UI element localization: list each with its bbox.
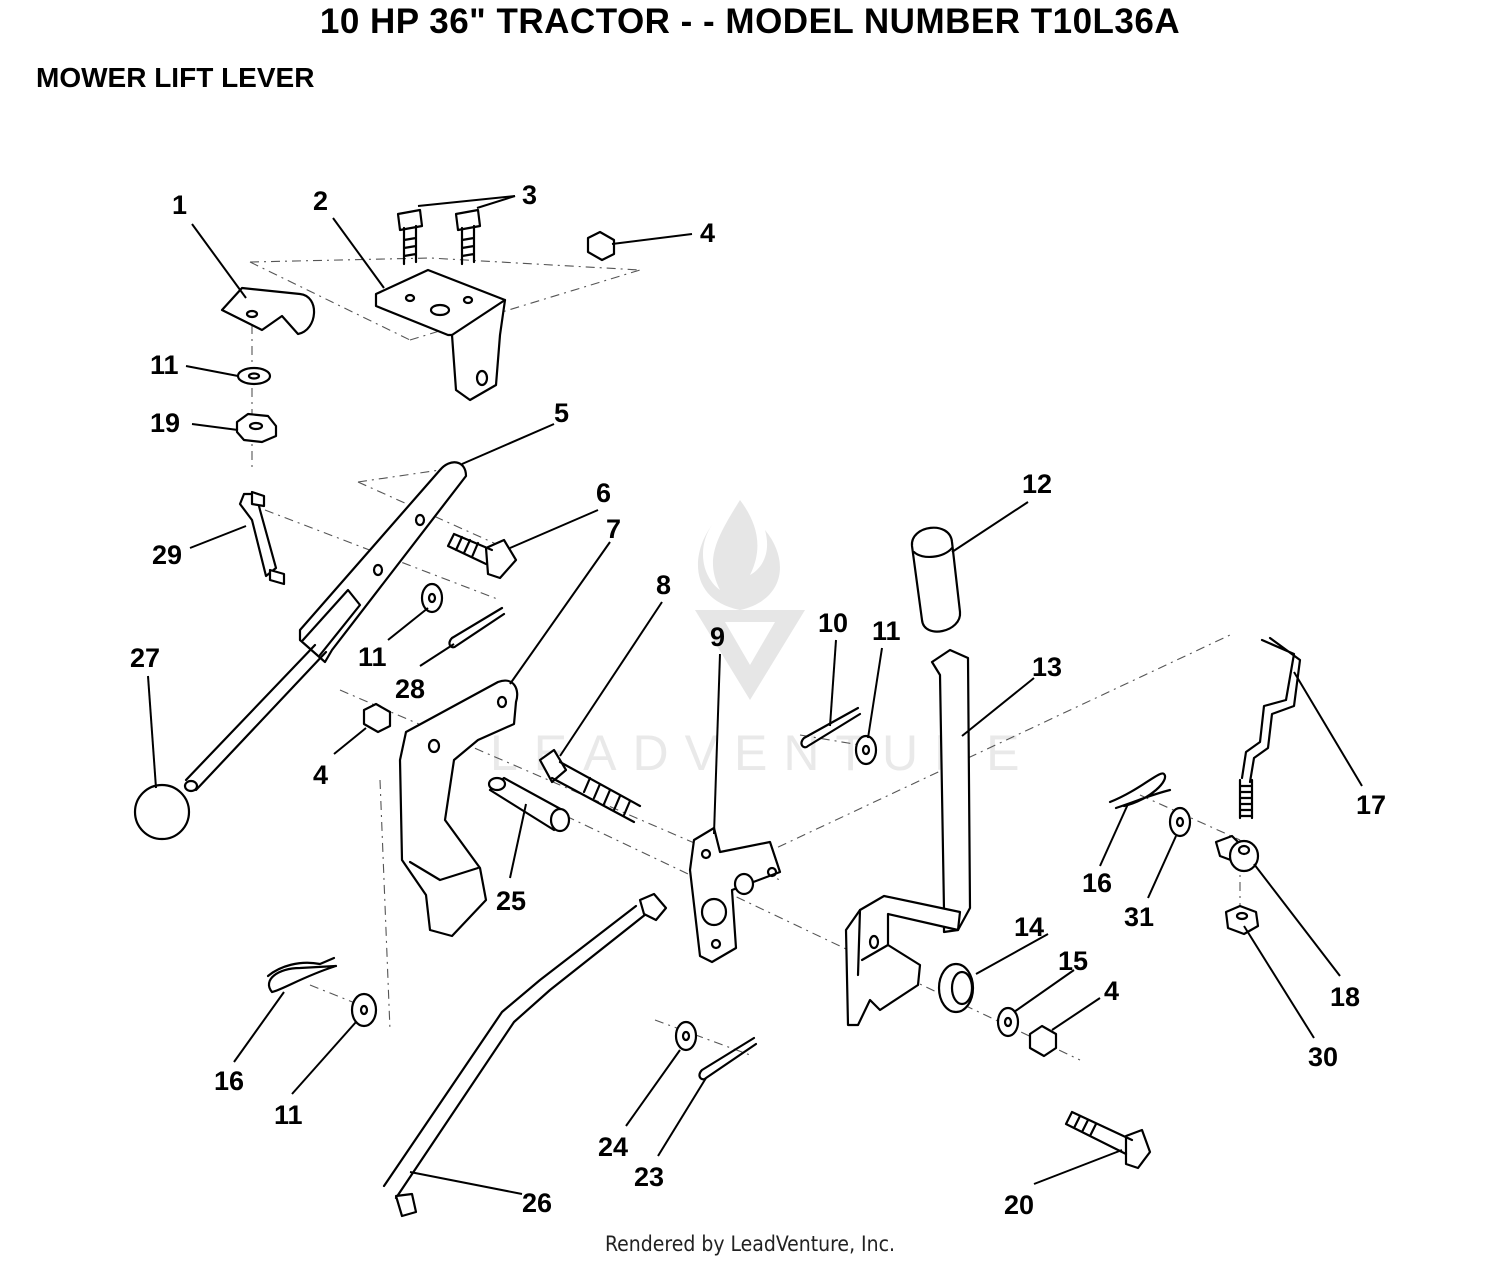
part-23-cotter-pin xyxy=(698,1036,758,1081)
callout-24: 24 xyxy=(598,1132,628,1162)
callout-13: 13 xyxy=(1032,652,1062,682)
part-11-washer xyxy=(854,734,878,766)
part-15-washer xyxy=(996,1006,1020,1038)
part-11-washer xyxy=(350,992,378,1028)
part-31-washer xyxy=(1168,806,1192,838)
part-27-knob-rod xyxy=(133,643,328,841)
callout-29: 29 xyxy=(152,540,182,570)
callout-16: 16 xyxy=(214,1066,244,1096)
part-4-nut xyxy=(586,230,616,262)
part-29-link xyxy=(238,490,286,586)
callout-11: 11 xyxy=(150,350,179,380)
part-3-bolts xyxy=(396,208,482,266)
part-28-cotter-pin xyxy=(448,606,506,649)
part-18-trunnion xyxy=(1214,834,1260,873)
callout-16: 16 xyxy=(1082,868,1112,898)
part-4-nut xyxy=(362,702,392,734)
callout-labels: 1 2 3 4 11 19 5 6 29 7 12 8 10 11 9 27 1… xyxy=(130,180,1386,1220)
part-5-lever-arm xyxy=(298,461,468,664)
callout-28: 28 xyxy=(395,674,425,704)
callout-4: 4 xyxy=(1104,976,1119,1006)
callout-12: 12 xyxy=(1022,469,1052,499)
callout-30: 30 xyxy=(1308,1042,1338,1072)
callout-25: 25 xyxy=(496,886,526,916)
callout-1: 1 xyxy=(172,190,187,220)
part-8-bolt xyxy=(538,748,642,824)
callout-14: 14 xyxy=(1014,912,1044,942)
callout-3: 3 xyxy=(522,180,537,210)
section-title: MOWER LIFT LEVER xyxy=(36,62,315,93)
part-17-rod xyxy=(1238,636,1302,820)
callout-15: 15 xyxy=(1058,946,1088,976)
part-20-bolt xyxy=(1064,1110,1152,1170)
callout-11: 11 xyxy=(872,616,901,646)
callout-26: 26 xyxy=(522,1188,552,1218)
part-25-spacer xyxy=(487,776,571,833)
callout-17: 17 xyxy=(1356,790,1386,820)
callout-8: 8 xyxy=(656,570,671,600)
callout-10: 10 xyxy=(818,608,848,638)
callout-4: 4 xyxy=(313,760,328,790)
callout-11: 11 xyxy=(358,642,387,672)
callout-9: 9 xyxy=(710,622,725,652)
part-11-washer xyxy=(236,366,272,386)
part-24-washer xyxy=(674,1020,698,1052)
watermark-flame-icon xyxy=(697,500,780,610)
part-16-hairpin xyxy=(1108,772,1172,810)
part-4-nut xyxy=(1028,1024,1058,1058)
part-1-clip xyxy=(220,286,316,336)
leader-lines xyxy=(147,195,1363,1195)
part-6-bolt xyxy=(446,532,518,580)
part-12-grip xyxy=(910,526,962,633)
part-13-lift-handle xyxy=(844,648,972,1027)
callout-18: 18 xyxy=(1330,982,1360,1012)
part-11-washer xyxy=(420,582,444,614)
part-14-bushing xyxy=(937,962,975,1014)
callout-6: 6 xyxy=(596,478,611,508)
callout-20: 20 xyxy=(1004,1190,1034,1220)
parts xyxy=(133,208,1302,1218)
callout-31: 31 xyxy=(1124,902,1154,932)
callout-11: 11 xyxy=(274,1100,303,1130)
callout-23: 23 xyxy=(634,1162,664,1192)
part-26-lift-link xyxy=(382,892,668,1218)
page-title: 10 HP 36" TRACTOR - - MODEL NUMBER T10L3… xyxy=(319,2,1181,41)
callout-27: 27 xyxy=(130,643,160,673)
part-2-bracket xyxy=(374,268,507,402)
watermark-v-mark xyxy=(695,610,805,700)
callout-4: 4 xyxy=(700,218,715,248)
callout-19: 19 xyxy=(150,408,180,438)
callout-7: 7 xyxy=(606,514,621,544)
callout-2: 2 xyxy=(313,186,328,216)
part-16-hairpin xyxy=(266,956,338,994)
part-7-plate xyxy=(398,679,519,938)
callout-5: 5 xyxy=(554,398,569,428)
part-9-pivot-plate xyxy=(688,826,782,964)
footer-credit: Rendered by LeadVenture, Inc. xyxy=(605,1232,895,1256)
